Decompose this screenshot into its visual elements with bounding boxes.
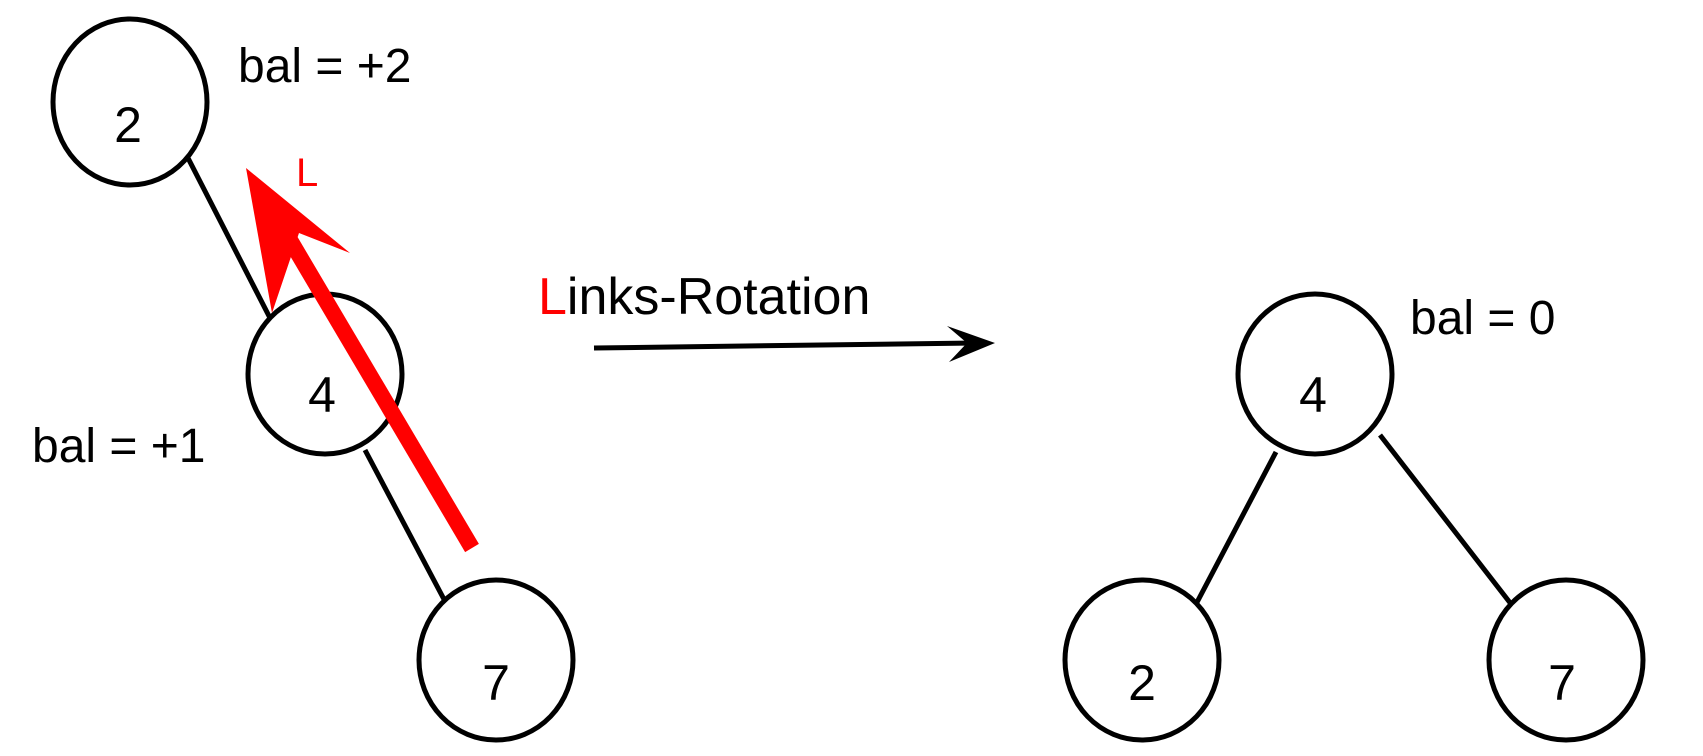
rotation-arrow bbox=[246, 168, 479, 553]
node-7-after: 7 bbox=[1486, 577, 1646, 743]
node-label: 4 bbox=[1299, 367, 1327, 423]
node-label: 4 bbox=[308, 367, 336, 423]
transition: Links-Rotation bbox=[538, 268, 995, 362]
node-7-before: 7 bbox=[416, 577, 576, 743]
transition-arrow-shaft bbox=[593, 340, 976, 351]
tree-after: 4 2 7 bal = 0 bbox=[1062, 291, 1646, 743]
node-label: 7 bbox=[482, 655, 510, 711]
node-2-before: 2 bbox=[50, 16, 210, 188]
rotation-label-accent: L bbox=[538, 268, 567, 326]
edge-2-to-4 bbox=[185, 156, 273, 320]
node-label: 2 bbox=[1128, 655, 1156, 711]
edge-4-to-7 bbox=[1378, 433, 1513, 606]
node-2-after: 2 bbox=[1062, 577, 1222, 743]
balance-label-root-before: bal = +2 bbox=[238, 40, 411, 93]
tree-before: 2 4 7 bal = +2 bal = +1 L bbox=[32, 16, 576, 743]
edge-4-to-2 bbox=[1191, 450, 1279, 610]
balance-label-middle-before: bal = +1 bbox=[32, 420, 205, 473]
node-label: 7 bbox=[1548, 655, 1576, 711]
edge-4-to-7 bbox=[362, 448, 450, 607]
transition-arrow-head bbox=[947, 326, 995, 362]
rotation-label-rest: inks-Rotation bbox=[567, 268, 870, 326]
node-4-after: 4 bbox=[1235, 291, 1395, 457]
rotation-marker-label: L bbox=[296, 151, 318, 195]
rotation-arrow-shaft bbox=[283, 235, 479, 553]
node-label: 2 bbox=[114, 97, 142, 153]
rotation-label: Links-Rotation bbox=[538, 268, 870, 326]
node-4-before: 4 bbox=[245, 291, 405, 457]
balance-label-root-after: bal = 0 bbox=[1410, 292, 1555, 345]
rotation-arrow-head bbox=[246, 168, 350, 313]
